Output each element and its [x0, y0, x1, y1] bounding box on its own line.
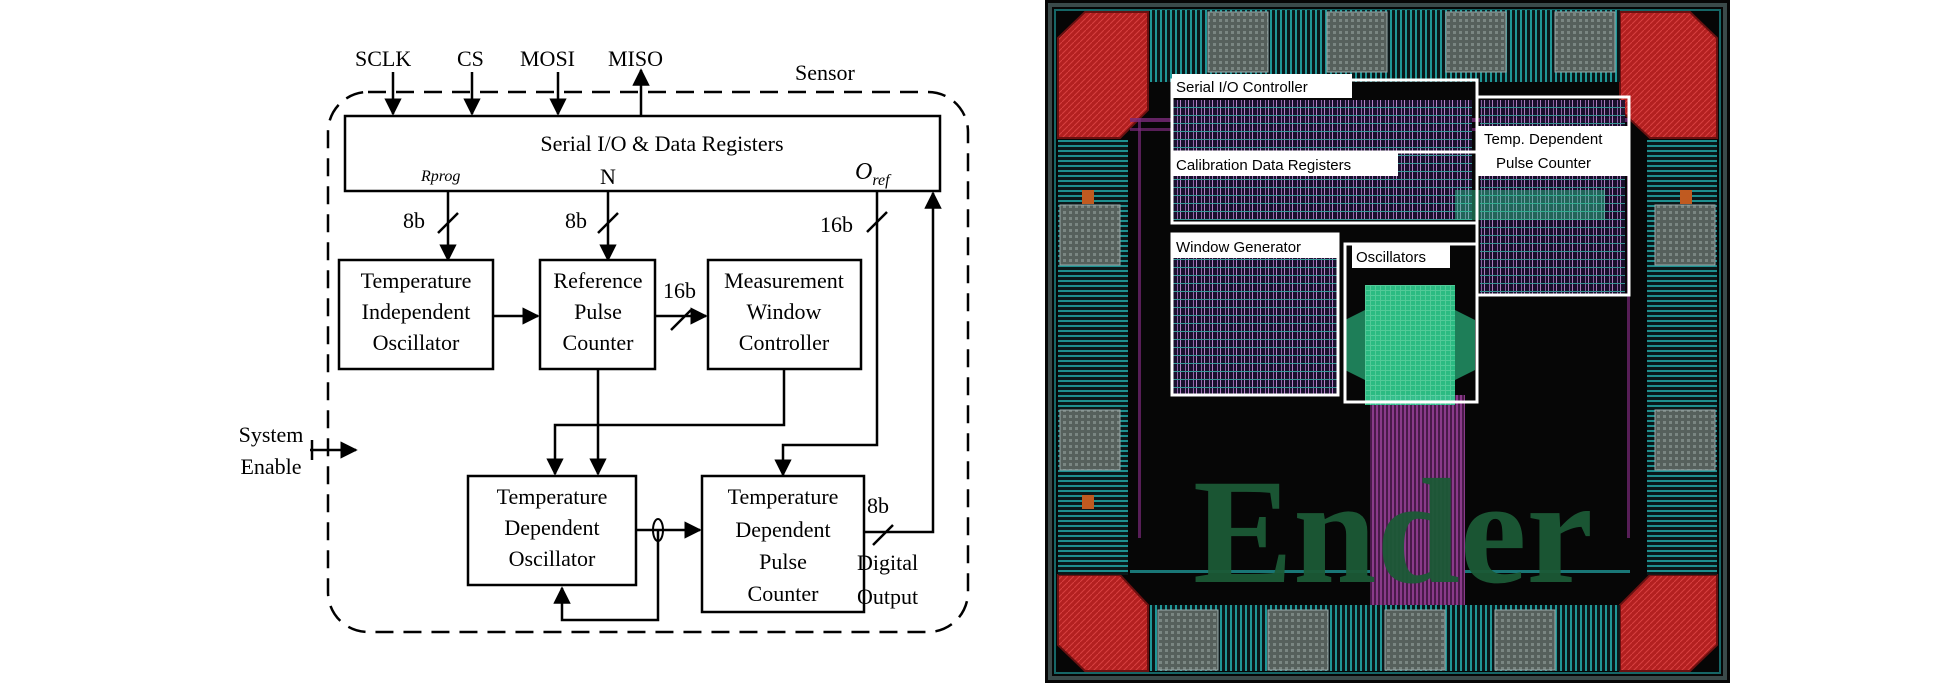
- port-n: N: [600, 164, 616, 189]
- digital-output-line1: Digital: [857, 550, 918, 575]
- corner-pad-tr: [1619, 11, 1718, 139]
- pad-bottom-1: [1157, 609, 1219, 671]
- rprog-bus-width: 8b: [403, 208, 425, 233]
- temp-indep-osc-block: [337, 258, 495, 371]
- window-gen-tag-text: Window Generator: [1176, 239, 1301, 256]
- oref-bus-slash: [866, 211, 888, 233]
- calibration-tag: [1172, 152, 1398, 176]
- rprog-bus-slash: [437, 212, 459, 234]
- system-enable-line1: System: [239, 422, 304, 447]
- block-diagram: Sensor SCLK CS MOSI MISO Serial I/O & Da…: [239, 46, 970, 634]
- oscillators-tag: [1352, 244, 1450, 268]
- digital-output-width: 8b: [867, 493, 889, 518]
- oref-bus-width: 16b: [820, 212, 853, 237]
- pad-bottom-2: [1267, 609, 1329, 671]
- oscillator-core: [1365, 285, 1455, 405]
- pad-left-1: [1059, 204, 1121, 266]
- temp-dep-osc-line2: Dependent: [504, 515, 599, 540]
- temp-counter-region: [1475, 95, 1631, 297]
- corner-pad-tl: [1057, 11, 1149, 139]
- temp-indep-osc-line2: Independent: [362, 299, 471, 324]
- ref-pulse-counter-line1: Reference: [553, 268, 642, 293]
- pad-bottom-3: [1384, 609, 1446, 671]
- temp-dep-counter-block: [700, 474, 866, 614]
- meas-window-ctrl-block: [706, 258, 863, 371]
- pad-right-1: [1654, 204, 1716, 266]
- pad-right-2: [1654, 409, 1716, 471]
- ref-pulse-counter-line2: Pulse: [574, 299, 622, 324]
- sclk-label: SCLK: [355, 46, 411, 71]
- pad-top-2: [1326, 11, 1388, 73]
- pad-top-3: [1445, 11, 1507, 73]
- temp-indep-osc-line1: Temperature: [361, 268, 472, 293]
- green-route: [1455, 190, 1605, 220]
- temp-dep-counter-line2: Dependent: [735, 517, 830, 542]
- chip-layout: Serial I/O Controller Calibration Data R…: [1045, 0, 1730, 683]
- ref-pulse-counter-line3: Counter: [563, 330, 635, 355]
- port-rprog: Rprog: [420, 168, 460, 185]
- digital-output-line2: Output: [857, 584, 918, 609]
- feedback-loop: [553, 530, 660, 622]
- corner-pad-br: [1619, 574, 1718, 672]
- purple-route-v1: [1138, 118, 1141, 538]
- digital-output-slash: [872, 524, 894, 546]
- temp-dep-osc-line3: Oscillator: [509, 546, 596, 571]
- serial-io-tag-text: Serial I/O Controller: [1176, 79, 1308, 96]
- serial-io-block: [343, 114, 942, 193]
- ref-to-window-width: 16b: [663, 278, 696, 303]
- port-oref-main: O: [855, 159, 872, 185]
- meas-window-ctrl-line3: Controller: [739, 330, 830, 355]
- pad-top-1: [1207, 11, 1269, 73]
- miso-label: MISO: [608, 46, 663, 71]
- sensor-boundary: [326, 90, 970, 634]
- center-bus: [1370, 395, 1465, 605]
- port-oref: Oref: [855, 159, 892, 189]
- ref-pulse-counter-block: [538, 258, 657, 371]
- temp-dep-counter-line3: Pulse: [759, 549, 807, 574]
- window-gen-logic: [1172, 255, 1337, 395]
- serial-io-tag: [1172, 74, 1352, 98]
- sensor-label: Sensor: [795, 60, 856, 85]
- serial-io-block-label: Serial I/O & Data Registers: [540, 131, 783, 156]
- temp-dep-counter-line4: Counter: [748, 581, 820, 606]
- window-gen-tag: [1172, 234, 1337, 258]
- orange-marker-3: [1082, 495, 1094, 509]
- purple-route-v2: [1627, 118, 1630, 538]
- n-bus-width: 8b: [565, 208, 587, 233]
- pad-bottom-4: [1494, 609, 1556, 671]
- cs-label: CS: [457, 46, 484, 71]
- oscillators-tag-text: Oscillators: [1356, 249, 1426, 266]
- ref-to-window-slash: [670, 309, 692, 331]
- corner-pad-bl: [1057, 574, 1149, 672]
- digital-output-bus: [864, 191, 942, 534]
- window-to-tdo-arrow: [546, 369, 786, 476]
- meas-window-ctrl-line2: Window: [747, 299, 822, 324]
- oscillator-cap-right: [1455, 310, 1475, 380]
- mosi-label: MOSI: [520, 46, 575, 71]
- n-bus-slash: [597, 212, 619, 234]
- system-enable-line2: Enable: [240, 454, 301, 479]
- temp-indep-osc-line3: Oscillator: [373, 330, 460, 355]
- temp-dep-osc-block: [466, 474, 638, 587]
- orange-marker-1: [1082, 190, 1094, 204]
- temp-counter-tag: [1477, 126, 1629, 176]
- temp-counter-tag-line1: Temp. Dependent: [1484, 131, 1603, 148]
- die-frame: [1048, 3, 1727, 680]
- ender-watermark: Ender: [1193, 449, 1593, 615]
- orange-marker-2: [1680, 190, 1692, 204]
- oref-bus: [774, 191, 879, 477]
- port-oref-sub: ref: [872, 172, 892, 189]
- pad-top-4: [1554, 11, 1616, 73]
- temp-dep-osc-line1: Temperature: [497, 484, 608, 509]
- oscillator-cap-left: [1345, 310, 1365, 380]
- calibration-tag-text: Calibration Data Registers: [1176, 157, 1351, 174]
- temp-counter-tag-line2: Pulse Counter: [1496, 155, 1591, 172]
- temp-dep-counter-line1: Temperature: [728, 484, 839, 509]
- meas-window-ctrl-line1: Measurement: [724, 268, 844, 293]
- pad-left-2: [1059, 409, 1121, 471]
